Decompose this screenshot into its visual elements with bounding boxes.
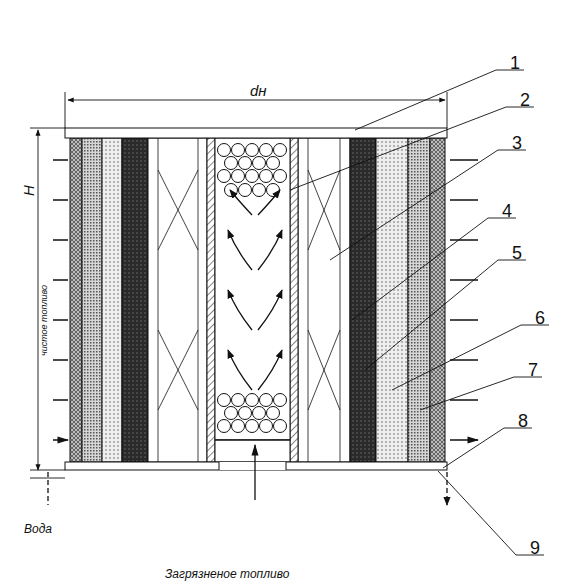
leader-lines — [290, 70, 549, 555]
dimension-lines — [30, 92, 447, 478]
callout-number: 6 — [535, 309, 545, 327]
callout-number: 2 — [520, 91, 530, 109]
flow-label: чистое топливо — [40, 284, 49, 355]
callout-number: 7 — [528, 361, 538, 379]
filter-layers — [65, 128, 447, 470]
filler-balls — [218, 144, 287, 433]
flow-label: Загрязненое топливо — [165, 568, 289, 580]
flow-arrows — [48, 160, 478, 505]
callout-number: 3 — [512, 134, 522, 152]
callout-number: 4 — [502, 202, 512, 220]
flow-label: Вода — [24, 523, 52, 535]
callout-number: 1 — [510, 54, 520, 72]
callout-number: 9 — [530, 539, 540, 557]
callout-number: 5 — [512, 244, 522, 262]
dimension-label: H — [21, 185, 36, 196]
callout-number: 8 — [518, 412, 528, 430]
dimension-label: dн — [250, 83, 267, 98]
